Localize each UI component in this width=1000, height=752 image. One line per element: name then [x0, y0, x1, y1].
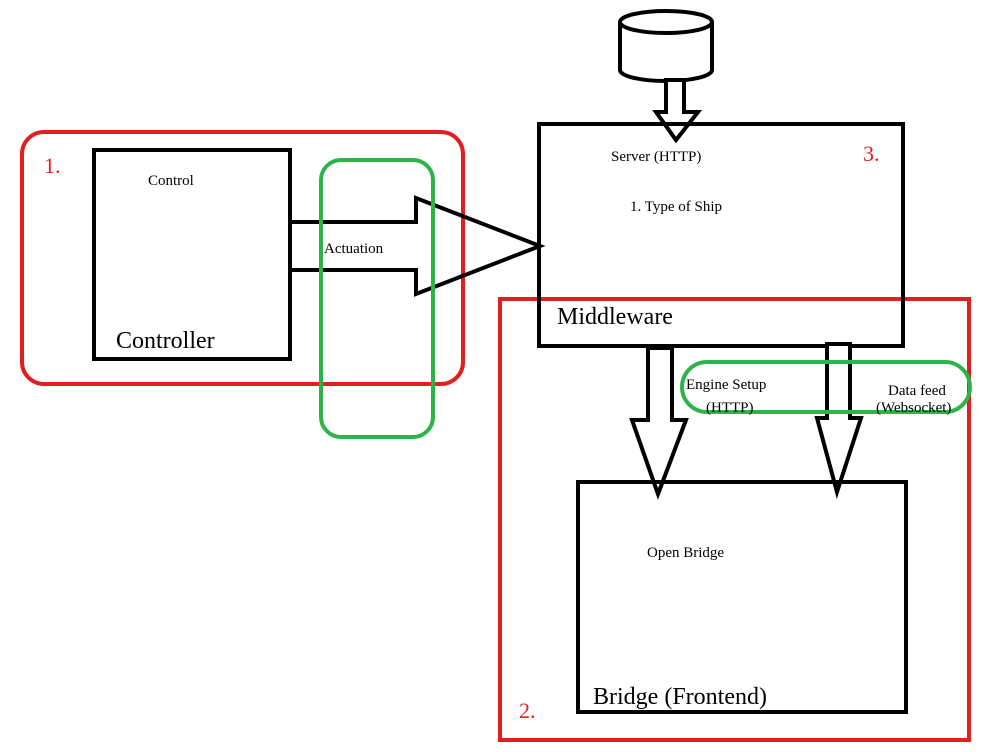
group-1-number: 1.	[44, 153, 61, 178]
data-feed-label: Data feed	[888, 383, 946, 399]
actuation-arrow	[288, 195, 546, 297]
engine-setup-protocol: (HTTP)	[706, 400, 754, 416]
bridge-title: Bridge (Frontend)	[593, 684, 767, 710]
actuation-highlight	[319, 158, 435, 439]
data-feed-protocol: (Websocket)	[876, 400, 952, 416]
server-label: Server (HTTP)	[611, 149, 702, 165]
middleware-title: Middleware	[557, 304, 673, 330]
middleware-box	[537, 122, 905, 348]
engine-setup-label: Engine Setup	[686, 377, 767, 393]
database-to-server-arrow	[652, 78, 703, 144]
group-3-number: 3.	[863, 141, 880, 166]
actuation-label: Actuation	[324, 241, 384, 257]
data-feed-arrow	[814, 342, 864, 500]
middleware-item-label: 1. Type of Ship	[630, 199, 723, 215]
database-cylinder-icon	[618, 9, 714, 83]
bridge-box	[576, 480, 908, 714]
controller-top-label: Control	[148, 173, 194, 189]
group-2-number: 2.	[519, 698, 536, 723]
engine-setup-arrow	[629, 346, 689, 500]
group-1-outline	[20, 130, 465, 386]
group-2-outline	[498, 297, 971, 742]
protocol-highlight	[680, 360, 972, 414]
controller-title: Controller	[116, 328, 215, 354]
bridge-top-label: Open Bridge	[647, 545, 725, 561]
